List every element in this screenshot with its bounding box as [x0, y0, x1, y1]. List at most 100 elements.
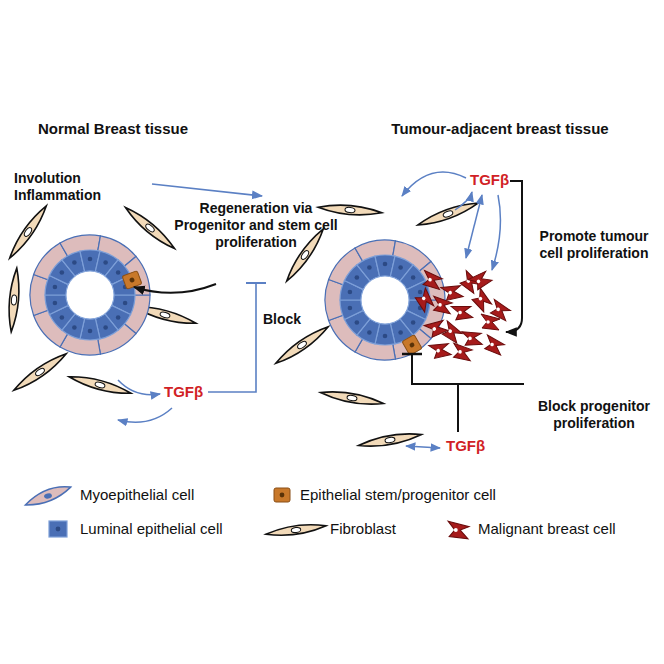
fibroblast: [6, 203, 50, 261]
cell-nucleus: [418, 290, 423, 295]
cell-nucleus: [383, 334, 388, 339]
signal-arrow: [492, 195, 500, 270]
cell-nucleus: [448, 329, 453, 334]
fibroblast: [123, 204, 178, 252]
cell-nucleus: [458, 350, 462, 354]
cell-nucleus: [411, 275, 416, 280]
signal-arrow: [466, 195, 482, 258]
cell-nucleus: [411, 320, 416, 325]
legend-text: Epithelial stem/progenitor cell: [300, 486, 496, 504]
fibroblast: [265, 522, 326, 539]
malignant-cell: [468, 267, 493, 291]
cell-nucleus: [44, 493, 53, 500]
legend-text: Fibroblast: [330, 520, 396, 538]
breast-ducts: [30, 235, 445, 360]
myoepithelial-icon-body: [23, 484, 73, 506]
cell-nucleus: [56, 527, 61, 532]
malignant-cell-body: [483, 335, 505, 355]
malignant-cell-body: [424, 316, 448, 339]
fibroblast-body: [416, 199, 479, 229]
cell-nucleus: [367, 265, 372, 270]
cell-nucleus: [421, 296, 426, 301]
cell-nucleus: [348, 290, 353, 295]
malignant-cell-body: [448, 521, 469, 539]
cell-nucleus: [53, 285, 58, 290]
malignant-cells: [413, 267, 512, 360]
cell-nucleus: [129, 277, 135, 283]
cell-nucleus: [438, 303, 442, 307]
stem-cell-body: [274, 488, 290, 502]
signal-arrow: [118, 380, 160, 395]
cell-nucleus: [476, 279, 481, 284]
fibroblast-body: [11, 350, 69, 394]
fibroblast-nucleus: [144, 223, 155, 233]
malignant-cell-body: [451, 302, 473, 322]
block-line: [208, 284, 256, 392]
signal-arrow: [118, 408, 172, 422]
luminal-icon-body: [49, 521, 67, 537]
block-bar: [246, 282, 266, 284]
malignant-cell-body: [441, 281, 464, 303]
cell-nucleus: [398, 330, 403, 335]
malignant-cell: [489, 299, 512, 321]
block-line: [412, 354, 524, 384]
malignant-cell: [462, 328, 483, 347]
annotation: Block progenitor proliferation: [528, 398, 660, 432]
annotation: Involution Inflammation: [14, 170, 134, 204]
stem-cell: [274, 488, 290, 502]
fibroblast: [318, 203, 383, 218]
malignant-cell: [429, 339, 452, 361]
malignant-cell: [452, 343, 472, 361]
fibroblast-nucleus: [291, 527, 301, 533]
cell-nucleus: [496, 307, 501, 312]
stem-cell: [122, 271, 142, 290]
malignant-cell-body: [462, 328, 483, 347]
luminal-cell: [45, 295, 68, 315]
malignant-cell: [441, 281, 464, 303]
signal-arrow: [152, 184, 262, 196]
cell-nucleus: [409, 342, 416, 349]
fibroblast-nucleus: [34, 367, 45, 377]
stem-cell: [402, 335, 422, 356]
malignant-cell-body: [432, 296, 452, 314]
fibroblast-nucleus: [94, 381, 105, 389]
fibroblast-body: [265, 522, 326, 539]
signal-label: TGFβ: [470, 171, 520, 189]
fibroblast: [416, 199, 479, 229]
cell-nucleus: [72, 325, 77, 330]
cell-nucleus: [367, 330, 372, 335]
fibroblast: [273, 323, 331, 367]
panel-title: Tumour-adjacent breast tissue: [360, 120, 640, 138]
cell-nucleus: [448, 290, 453, 295]
fibroblast: [7, 268, 22, 333]
stem-cell-body: [402, 335, 422, 356]
signal-label: TGFβ: [446, 437, 496, 455]
fibroblast-body: [6, 203, 50, 261]
cell-nucleus: [116, 270, 121, 275]
fibroblast-body: [320, 388, 385, 408]
signal-label: Block: [263, 311, 323, 328]
fibroblast-nucleus: [442, 210, 453, 218]
fibroblast: [320, 388, 385, 408]
cell-nucleus: [88, 257, 93, 262]
legend-text: Malignant breast cell: [478, 520, 616, 538]
malignant-cell-body: [452, 343, 472, 361]
cell-nucleus: [436, 348, 441, 353]
annotation: Regeneration via Progenitor and stem cel…: [172, 200, 340, 250]
fibroblast-nucleus: [345, 207, 355, 213]
fibroblast: [11, 350, 69, 394]
fibroblast-nucleus: [11, 295, 17, 305]
panel-title: Normal Breast tissue: [8, 120, 218, 138]
cell-nucleus: [60, 315, 65, 320]
cell-nucleus: [468, 336, 472, 340]
fibroblasts: [6, 199, 480, 450]
fibroblast-nucleus: [296, 340, 307, 350]
malignant-cell-body: [422, 271, 443, 290]
cell-nucleus: [490, 342, 494, 346]
cell-nucleus: [458, 310, 462, 314]
cell-nucleus: [383, 262, 388, 267]
fibroblast-body: [123, 204, 178, 252]
fibroblast-body: [273, 323, 331, 367]
malignant-cell: [424, 316, 448, 339]
